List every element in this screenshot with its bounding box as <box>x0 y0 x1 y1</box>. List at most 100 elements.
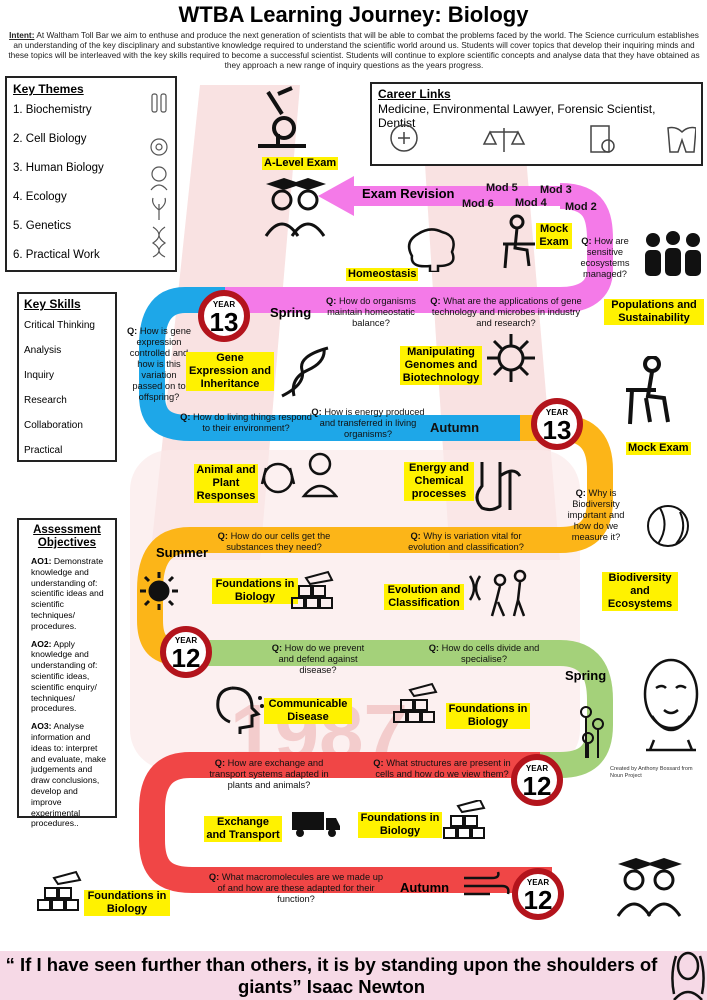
career-text: Medicine, Environmental Lawyer, Forensic… <box>378 102 656 130</box>
anthony-credit: Created by Anthony Bossard from Noun Pro… <box>610 766 693 779</box>
page-title: WTBA Learning Journey: Biology <box>178 2 529 27</box>
pink-track <box>225 183 613 313</box>
manipulating-genomes-label: Manipulating Genomes and Biotechnology <box>400 346 482 385</box>
building-blocks-icon <box>393 682 438 723</box>
career-heading: Career Links <box>378 87 451 101</box>
theme-icons <box>150 93 168 258</box>
evolution-icon <box>468 569 527 617</box>
dog-person-icon <box>260 452 338 498</box>
graduates-icon <box>264 178 326 237</box>
theme-item: 3. Human Biology <box>13 162 104 174</box>
question-gene-expression: Q: How is gene expression controlled and… <box>126 326 192 402</box>
question-biodiversity: Q: Why is Biodiversity important and how… <box>567 488 625 542</box>
graduates-icon <box>616 858 682 917</box>
season-autumn-12: Autumn <box>400 880 450 895</box>
exam-revision-arrow <box>318 176 560 216</box>
alevel-exam-label: A-Level Exam <box>262 157 339 170</box>
forensic-icon <box>590 125 610 153</box>
ecosystem-globe-icon <box>647 505 689 547</box>
dna-icon <box>151 226 167 258</box>
exam-desk-icon <box>626 356 670 425</box>
orange-track <box>137 415 613 666</box>
sneeze-icon <box>216 686 264 734</box>
building-blocks-icon <box>37 870 82 911</box>
theme-item: 6. Practical Work <box>13 249 100 261</box>
season-spring-12: Spring <box>565 668 607 683</box>
foundations-label-4: Foundations in Biology <box>84 890 170 916</box>
theme-item: 1. Biochemistry <box>13 104 92 116</box>
skill-item: Practical <box>24 445 63 456</box>
intent-label: Intent: <box>9 30 35 40</box>
truck-icon <box>292 812 340 837</box>
biotech-icon <box>487 334 535 382</box>
foundations-label-1: Foundations in Biology <box>212 578 298 604</box>
mod-6-label: Mod 6 <box>462 198 494 210</box>
question-prevent: Q: How do we prevent and defend against … <box>271 643 365 675</box>
intent-text: At Waltham Toll Bar we aim to enthuse an… <box>8 30 700 70</box>
building-blocks-icon <box>291 570 334 609</box>
wind-icon <box>464 871 510 896</box>
tooth-icon <box>667 126 696 153</box>
skill-item: Research <box>24 395 67 406</box>
mod-2-label: Mod 2 <box>565 201 597 213</box>
question-macromolecules: Q: What macromolecules are we made up of… <box>208 872 384 904</box>
sun-icon <box>140 572 178 610</box>
dna-strand-icon <box>281 346 329 398</box>
scales-icon <box>482 128 526 152</box>
question-respond: Q: How do living things respond to their… <box>180 412 312 433</box>
green-track <box>185 640 613 778</box>
career-icons <box>390 124 696 153</box>
ao3-text: AO3: Analyse information and ideas to: i… <box>31 721 107 829</box>
question-energy: Q: How is energy produced and transferre… <box>311 407 425 439</box>
test-tube-icon <box>151 93 158 113</box>
exchange-transport-label: Exchange and Transport <box>204 816 282 842</box>
blue-track <box>139 287 520 441</box>
populations-label: Populations and Sustainability <box>604 299 704 325</box>
mock-exam-label-top: Mock Exam <box>536 223 572 249</box>
key-themes-box: Key Themes 1. Biochemistry 2. Cell Biolo… <box>5 76 177 272</box>
skill-item: Critical Thinking <box>24 320 95 331</box>
season-autumn-13: Autumn <box>430 420 480 435</box>
cell-icon <box>150 138 168 156</box>
brain-icon <box>407 228 455 272</box>
newton-quote: “ If I have seen further than others, it… <box>5 954 658 997</box>
mod-5-label: Mod 5 <box>486 182 518 194</box>
mod-3-label: Mod 3 <box>540 184 572 196</box>
flowers-icon <box>580 706 604 758</box>
question-gene-tech: Q: What are the applications of gene tec… <box>430 296 582 328</box>
human-icon <box>151 166 167 182</box>
question-cells-divide: Q: How do cells divide and specialise? <box>428 643 540 664</box>
key-skills-heading: Key Skills <box>24 297 81 311</box>
population-icon <box>645 231 701 276</box>
skill-item: Collaboration <box>24 420 83 431</box>
plant-icon <box>152 197 166 220</box>
foundations-label-2: Foundations in Biology <box>446 703 530 729</box>
newton-quote-banner: “ If I have seen further than others, it… <box>0 951 707 1000</box>
theme-item: 4. Ecology <box>13 191 67 203</box>
animal-plant-label: Animal and Plant Responses <box>194 464 258 503</box>
chemistry-flask-icon <box>475 462 522 512</box>
skill-item: Inquiry <box>24 370 55 381</box>
building-blocks-icon <box>443 800 486 839</box>
question-structures: Q: What structures are present in cells … <box>373 758 511 779</box>
gene-expression-label: Gene Expression and Inheritance <box>186 352 274 391</box>
ao2-text: AO2: Apply knowledge and understanding o… <box>31 638 98 714</box>
biodiversity-label: Biodiversity and Ecosystems <box>602 572 678 611</box>
season-summer-12: Summer <box>156 545 209 560</box>
question-homeostatic: Q: How do organisms maintain homeostatic… <box>326 296 416 328</box>
key-skills-box: Key Skills Critical Thinking Analysis In… <box>17 292 117 462</box>
microscope-icon <box>258 86 306 148</box>
question-sensitive: Q: How are sensitive ecosystems managed? <box>580 236 630 279</box>
theme-item: 2. Cell Biology <box>13 133 87 145</box>
key-themes-heading: Key Themes <box>13 82 84 96</box>
theme-item: 5. Genetics <box>13 220 72 232</box>
question-variation: Q: Why is variation vital for evolution … <box>408 531 524 552</box>
mod-4-label: Mod 4 <box>515 197 547 209</box>
exam-revision-label: Exam Revision <box>362 186 455 201</box>
